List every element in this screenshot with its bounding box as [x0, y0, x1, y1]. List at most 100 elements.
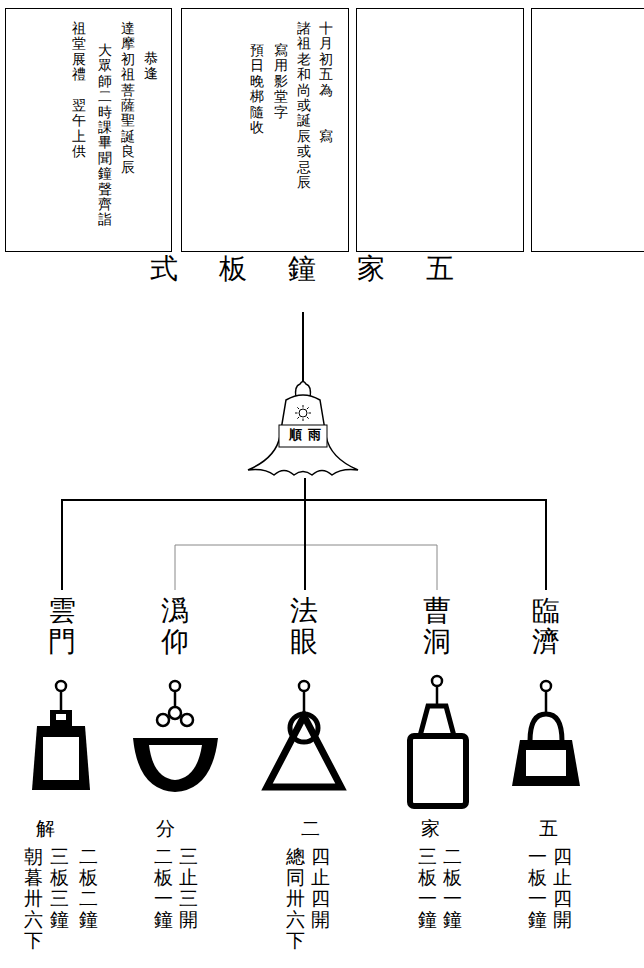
note-box: 十月初五為 寫諸祖老和尚或誕辰或忌辰寫用影堂字預日晚梆隨收 [181, 8, 349, 252]
bell-ray [303, 405, 304, 408]
glyph: 或 [297, 98, 311, 113]
glyph: 開 [311, 909, 330, 930]
hook-line [436, 686, 439, 706]
hook-line [60, 691, 63, 712]
glyph: 鐘 [79, 909, 98, 930]
glyph: 六 [286, 909, 305, 930]
glyph: 供 [72, 144, 86, 159]
glyph: 同 [286, 867, 305, 888]
glyph: 暮 [24, 867, 43, 888]
glyph [319, 113, 333, 128]
glyph: 曹 [423, 596, 451, 627]
glyph: 家 [421, 818, 440, 839]
glyph: 板 [154, 867, 173, 888]
rule-column: 二板二鐘 [79, 846, 98, 930]
glyph: 四 [553, 846, 572, 867]
board-handle [530, 714, 562, 741]
hook-ring [170, 681, 180, 691]
bell-ray [295, 413, 298, 414]
hook-ring [541, 681, 551, 691]
glyph: 和 [297, 67, 311, 82]
note-column: 達摩初祖菩薩聖誕良辰 [121, 21, 135, 175]
glyph: 五 [319, 67, 333, 82]
glyph: 辰 [297, 129, 311, 144]
glyph: 月 [319, 36, 333, 51]
fayan-board [267, 681, 341, 787]
bell-ray [309, 413, 312, 414]
yunmen-board [32, 681, 90, 790]
glyph: 一 [154, 888, 173, 909]
glyph: 詣 [98, 212, 112, 227]
board-inner [43, 737, 79, 780]
bell-sun [299, 409, 307, 417]
heading-char: 五 [539, 818, 558, 839]
glyph: 用 [274, 58, 288, 73]
glyph: 菩 [121, 83, 135, 98]
glyph: 下 [286, 930, 305, 951]
board-body [267, 716, 341, 787]
glyph: 為 [319, 83, 333, 98]
heading-char: 解 [36, 818, 55, 839]
bell-ray [303, 419, 304, 422]
hook-ring [299, 681, 309, 691]
board-node: 潙仰分三止三開二板一鐘 [148, 590, 204, 936]
rule-column: 二板一鐘 [154, 846, 173, 930]
glyph: 二 [79, 888, 98, 909]
glyph: 二 [79, 846, 98, 867]
glyph: 辰 [121, 160, 135, 175]
glyph: 聲 [98, 182, 112, 197]
glyph: 開 [179, 909, 198, 930]
glyph: 師 [98, 74, 112, 89]
glyph: 鐘 [154, 909, 173, 930]
glyph: 日 [250, 58, 264, 73]
board-inner [526, 750, 566, 776]
glyph: 四 [553, 888, 572, 909]
glyph: 鐘 [98, 166, 112, 181]
glyph: 梆 [250, 89, 264, 104]
board-node: 雲門解二板二鐘三板三鐘朝暮卅六下 [18, 590, 104, 956]
glyph: 雲 [48, 596, 76, 627]
board-inner [149, 745, 202, 780]
glyph: 寫 [319, 129, 333, 144]
glyph: 開 [553, 909, 572, 930]
note-column: 大眾師二時課畢聞鐘聲齊詣 [98, 43, 112, 228]
glyph: 堂 [274, 89, 288, 104]
board-node: 法眼二四止四開總同卅六下 [280, 590, 336, 956]
rule-column: 四止四開 [553, 846, 572, 930]
school-name: 潙仰 [161, 596, 189, 658]
hook-ring [56, 681, 66, 691]
glyph: 時 [98, 105, 112, 120]
glyph: 三 [179, 888, 198, 909]
bell-ray [297, 417, 299, 419]
school-name: 法眼 [290, 596, 318, 658]
rule-column: 三板一鐘 [418, 846, 437, 930]
note-column: 恭逢 [144, 51, 158, 82]
heading-char: 家 [421, 818, 440, 839]
glyph: 眼 [290, 627, 318, 658]
bell-ray [297, 407, 299, 409]
board-body [410, 736, 466, 806]
note-column: 預日晚梆隨收 [250, 43, 264, 135]
glyph: 齊 [98, 197, 112, 212]
hanging-line [302, 312, 304, 383]
glyph: 鐘 [50, 909, 69, 930]
bell-ray [307, 417, 309, 419]
glyph: 尚 [297, 83, 311, 98]
school-name: 臨濟 [532, 596, 560, 658]
glyph: 恭 [144, 51, 158, 66]
glyph: 寫 [274, 43, 288, 58]
glyph: 祖 [297, 36, 311, 51]
school-name: 雲門 [48, 596, 76, 658]
glyph: 三 [418, 846, 437, 867]
glyph: 或 [297, 144, 311, 159]
glyph: 上 [72, 129, 86, 144]
glyph: 預 [250, 43, 264, 58]
glyph: 辰 [297, 175, 311, 190]
glyph: 止 [553, 867, 572, 888]
glyph: 良 [121, 144, 135, 159]
board-handle [420, 706, 454, 736]
glyph: 朝 [24, 846, 43, 867]
glyph: 鐘 [528, 909, 547, 930]
glyph: 堂 [72, 36, 86, 51]
